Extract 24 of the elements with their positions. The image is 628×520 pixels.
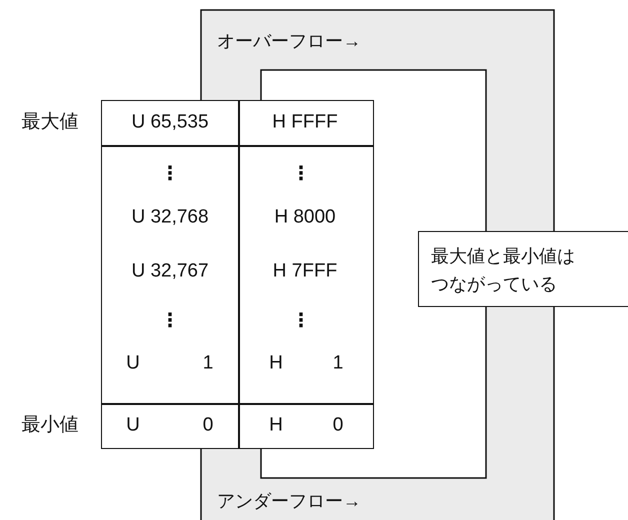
table-cell: 0 — [332, 416, 344, 436]
table-cell: U 32,767 — [131, 262, 209, 282]
vertical-ellipsis: ⋮ — [160, 164, 180, 186]
table-cell: H — [269, 416, 283, 436]
table-cell: H — [269, 354, 283, 374]
table-cell: 0 — [202, 416, 214, 436]
row-label: 最小値 — [22, 416, 78, 436]
table-cell: H FFFF — [272, 112, 338, 134]
table-cell: 1 — [202, 354, 214, 374]
band-label: オーバーフロー→ — [217, 30, 361, 53]
row-label: 最大値 — [22, 112, 78, 134]
table-cell: U — [126, 354, 140, 374]
table-cell: U 32,768 — [131, 208, 209, 228]
table-cell: U 65,535 — [131, 112, 209, 134]
callout-text: 最大値と最小値はつながっている — [431, 245, 576, 296]
table-cell: H 7FFF — [272, 262, 338, 282]
table-cell: H 8000 — [274, 208, 336, 228]
vertical-ellipsis: ⋮ — [292, 164, 310, 186]
band-label: アンダーフロー→ — [217, 490, 361, 513]
table-cell: 1 — [332, 354, 344, 374]
vertical-ellipsis: ⋮ — [160, 312, 180, 332]
callout-box — [418, 231, 628, 307]
vertical-ellipsis: ⋮ — [292, 312, 310, 332]
table-cell: U — [126, 416, 140, 436]
